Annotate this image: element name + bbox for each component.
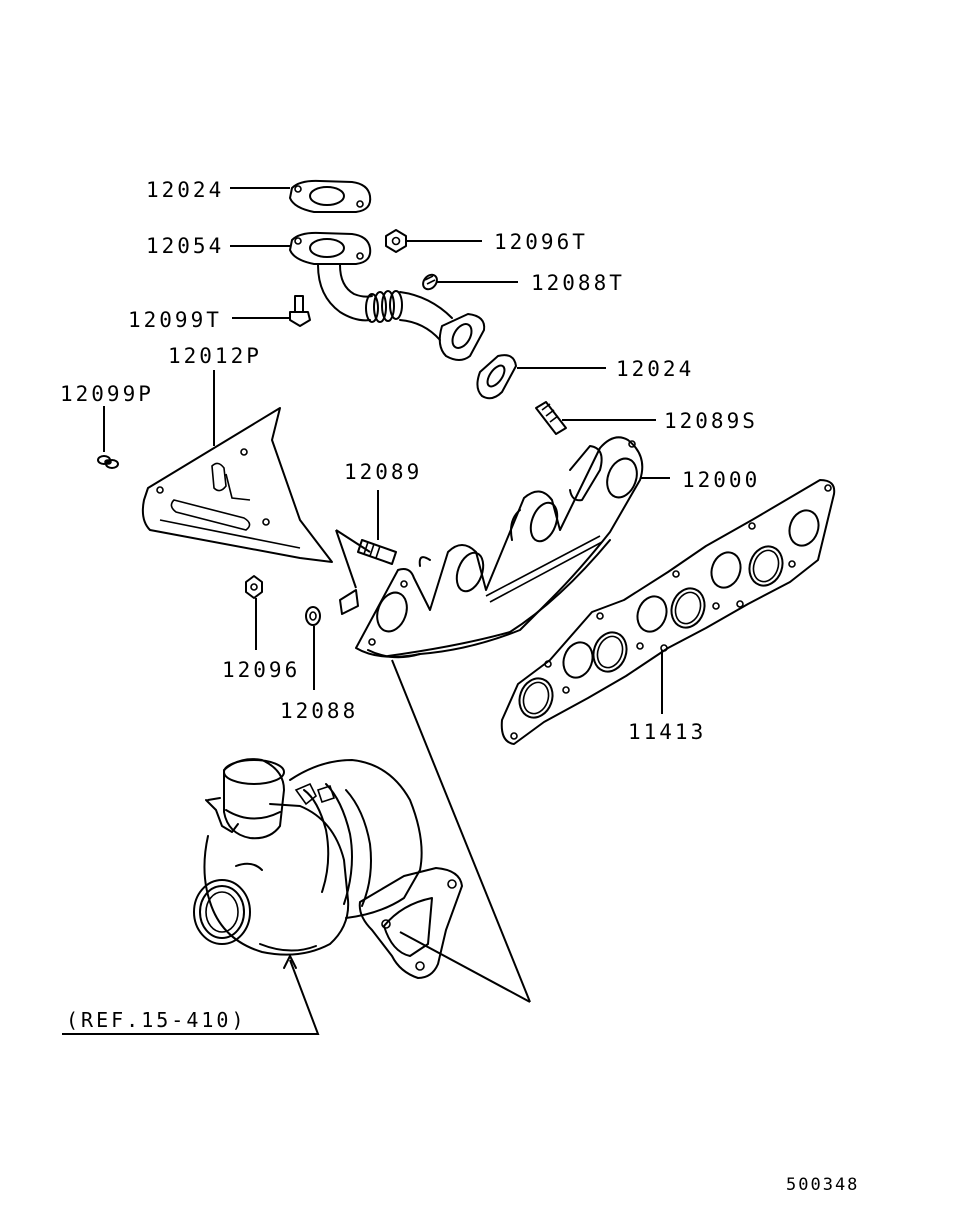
connection-lines bbox=[62, 529, 531, 1035]
nut-12096[interactable] bbox=[245, 575, 263, 599]
nut-12088T[interactable] bbox=[420, 272, 439, 292]
label-12012P: 12012P bbox=[168, 344, 262, 368]
label-12089S: 12089S bbox=[664, 409, 758, 433]
label-ref: (REF.15-410) bbox=[66, 1008, 247, 1032]
manifold-gasket-11413[interactable] bbox=[500, 479, 836, 745]
stud-12089S[interactable] bbox=[535, 401, 567, 435]
pipe-12054[interactable] bbox=[289, 231, 486, 361]
gasket-12024-mid[interactable] bbox=[476, 354, 517, 400]
stud-12089[interactable] bbox=[357, 539, 397, 565]
nut-12088[interactable] bbox=[305, 606, 321, 626]
label-12088T: 12088T bbox=[531, 271, 625, 295]
label-12024-mid: 12024 bbox=[616, 357, 694, 381]
bolt-12099T[interactable] bbox=[289, 295, 311, 327]
label-12099T: 12099T bbox=[128, 308, 222, 332]
turbocharger[interactable] bbox=[193, 758, 463, 979]
label-12089: 12089 bbox=[344, 460, 422, 484]
bolt-12099P[interactable] bbox=[97, 455, 119, 469]
heat-shield-12012P[interactable] bbox=[141, 407, 333, 563]
label-11413: 11413 bbox=[628, 720, 706, 744]
label-12054: 12054 bbox=[146, 234, 224, 258]
diagram-code: 500348 bbox=[786, 1175, 859, 1195]
nut-12096T[interactable] bbox=[385, 229, 407, 253]
label-12000: 12000 bbox=[682, 468, 760, 492]
label-12099P: 12099P bbox=[60, 382, 154, 406]
gasket-12024-top[interactable] bbox=[289, 179, 372, 213]
label-12088: 12088 bbox=[280, 699, 358, 723]
label-12096T: 12096T bbox=[494, 230, 588, 254]
label-12024-top: 12024 bbox=[146, 178, 224, 202]
label-12096: 12096 bbox=[222, 658, 300, 682]
exhaust-manifold-12000[interactable] bbox=[339, 436, 644, 659]
